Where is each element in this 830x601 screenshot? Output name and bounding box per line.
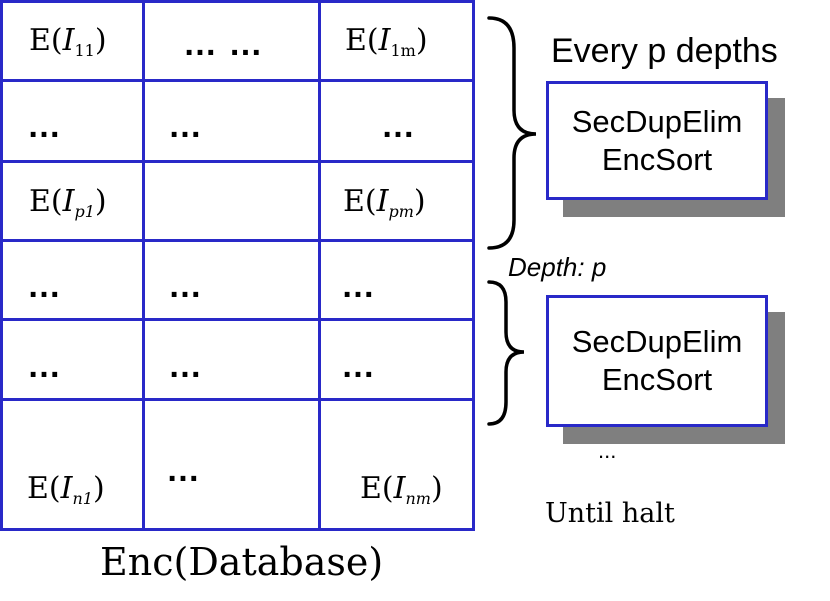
item-index: nm <box>405 489 431 508</box>
box-line-2: EncSort <box>601 141 713 177</box>
enc-prefix: E( <box>27 471 61 506</box>
enc-prefix: E( <box>29 184 63 219</box>
cell-r5-c2: … <box>168 347 203 385</box>
item-index: p1 <box>74 202 95 221</box>
cell-r1-c1: E(I11) <box>29 23 107 60</box>
item-var: I <box>62 184 75 219</box>
cell-r2-c1: … <box>27 107 62 145</box>
enc-prefix: E( <box>345 23 379 58</box>
item-var: I <box>62 23 75 58</box>
cell-r2-c2: … <box>168 107 203 145</box>
enc-close: ) <box>413 184 426 219</box>
cell-r1-c2: … … <box>183 25 264 63</box>
cell-r4-c3: … <box>341 267 376 305</box>
cell-r2-c3: … <box>381 107 416 145</box>
every-p-depths-label: Every p depths <box>551 32 778 70</box>
cell-r4-c2: … <box>168 267 203 305</box>
enc-close: ) <box>430 471 443 506</box>
grid-column-divider <box>318 3 321 528</box>
grid-row-divider <box>3 160 472 163</box>
cell-r3-c1: E(Ip1) <box>29 184 107 221</box>
grid-row-divider <box>3 79 472 82</box>
enc-prefix: E( <box>29 23 63 58</box>
cell-r5-c3: … <box>341 347 376 385</box>
secdupelim-encsort-box-bottom: SecDupElim EncSort <box>546 295 768 427</box>
grid-column-divider <box>142 3 145 528</box>
item-var: I <box>376 184 389 219</box>
cell-r6-c3: E(Inm) <box>360 471 443 508</box>
database-caption: Enc(Database) <box>100 540 384 584</box>
item-var: I <box>378 23 391 58</box>
item-index: pm <box>388 202 414 221</box>
box-line-1: SecDupElim <box>571 324 743 359</box>
depth-p-label: Depth: p <box>508 252 607 282</box>
encrypted-database-grid: E(I11) … … E(I1m) … … … E(Ip1) E(Ipm) … … <box>0 0 475 531</box>
right-brace-small <box>487 280 525 426</box>
box-line-1: SecDupElim <box>571 103 743 139</box>
item-var: I <box>60 471 73 506</box>
brace-graphics <box>487 16 537 426</box>
box-line-2: EncSort <box>601 362 713 397</box>
continuation-ellipsis: ... <box>598 438 617 463</box>
cell-r3-c3: E(Ipm) <box>343 184 426 221</box>
enc-close: ) <box>415 23 428 58</box>
item-index: 1m <box>390 41 416 60</box>
right-brace-large <box>487 16 537 250</box>
grid-row-divider <box>3 239 472 242</box>
grid-row-divider <box>3 398 472 401</box>
cell-r6-c1: E(In1) <box>27 471 105 508</box>
enc-close: ) <box>92 471 105 506</box>
cell-r1-c3: E(I1m) <box>345 23 428 60</box>
cell-r6-c2: … <box>166 451 201 489</box>
item-var: I <box>393 471 406 506</box>
cell-r4-c1: … <box>27 267 62 305</box>
enc-close: ) <box>94 184 107 219</box>
cell-r5-c1: … <box>27 347 62 385</box>
enc-prefix: E( <box>360 471 394 506</box>
item-index: 11 <box>74 41 95 60</box>
secdupelim-encsort-box-top: SecDupElim EncSort <box>546 81 768 200</box>
enc-prefix: E( <box>343 184 377 219</box>
grid-row-divider <box>3 318 472 321</box>
item-index: n1 <box>72 489 93 508</box>
enc-close: ) <box>94 23 107 58</box>
until-halt-label: Until halt <box>545 498 675 529</box>
